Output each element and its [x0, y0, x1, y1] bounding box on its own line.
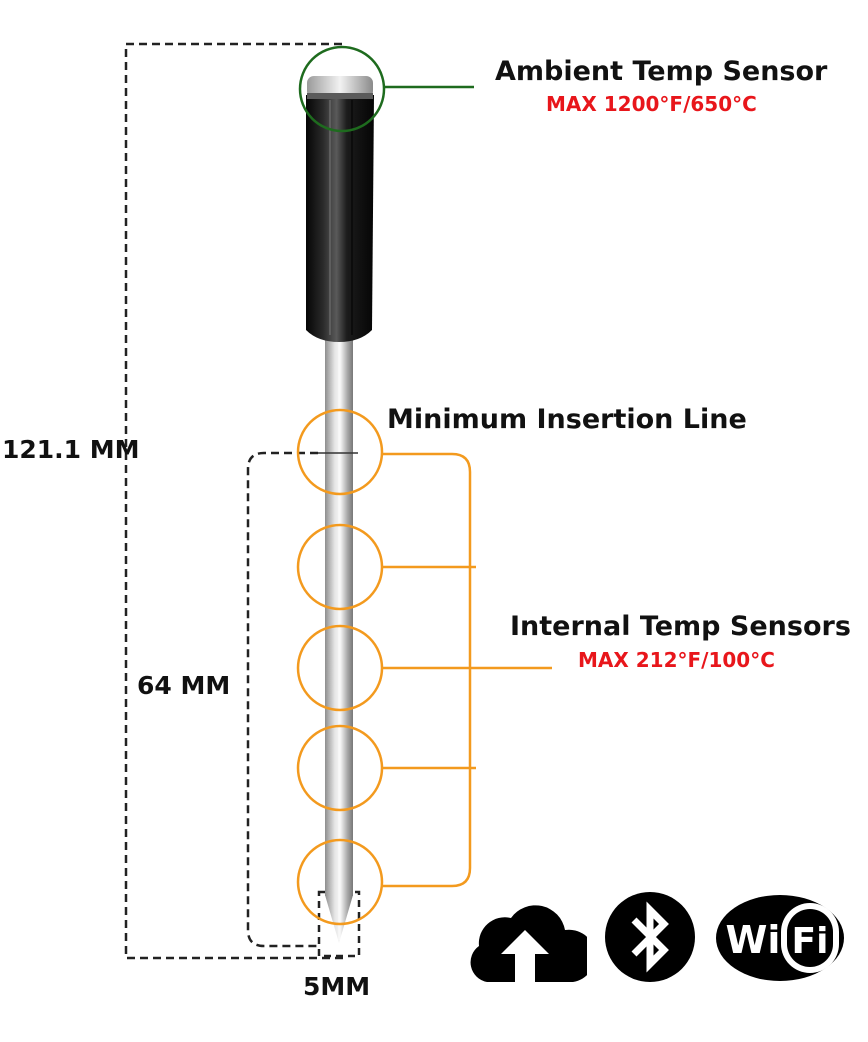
ambient-sensor-ring [298, 45, 386, 133]
internal-sensor-bracket [382, 452, 552, 888]
internal-sensor-rings [296, 408, 384, 926]
cloud-upload-icon [470, 905, 587, 984]
insertion-length-label: 64 MM [137, 671, 231, 700]
wifi-icon-right-text: Fi [792, 921, 829, 962]
probe-handle [306, 95, 374, 342]
total-length-label: 121.1 MM [2, 435, 140, 464]
bluetooth-icon [605, 892, 695, 982]
min-insertion-label: Minimum Insertion Line [387, 404, 747, 435]
internal-sensors-title: Internal Temp Sensors [510, 611, 851, 642]
total-length-bracket [124, 42, 344, 960]
diameter-marker [317, 890, 361, 958]
diameter-label: 5MM [303, 972, 371, 1001]
wifi-icon-left-text: Wi [726, 918, 781, 962]
wifi-icon: Wi Fi [716, 895, 844, 981]
internal-sensors-max: MAX 212°F/100°C [578, 648, 775, 672]
insertion-length-bracket [246, 451, 318, 948]
probe-cap [307, 76, 373, 99]
internal-sensor-ring-5 [296, 838, 384, 926]
ambient-sensor-title: Ambient Temp Sensor [495, 56, 828, 87]
ambient-sensor-max: MAX 1200°F/650°C [546, 92, 757, 116]
internal-sensor-ring-1 [296, 408, 384, 496]
probe-shaft [325, 336, 353, 943]
